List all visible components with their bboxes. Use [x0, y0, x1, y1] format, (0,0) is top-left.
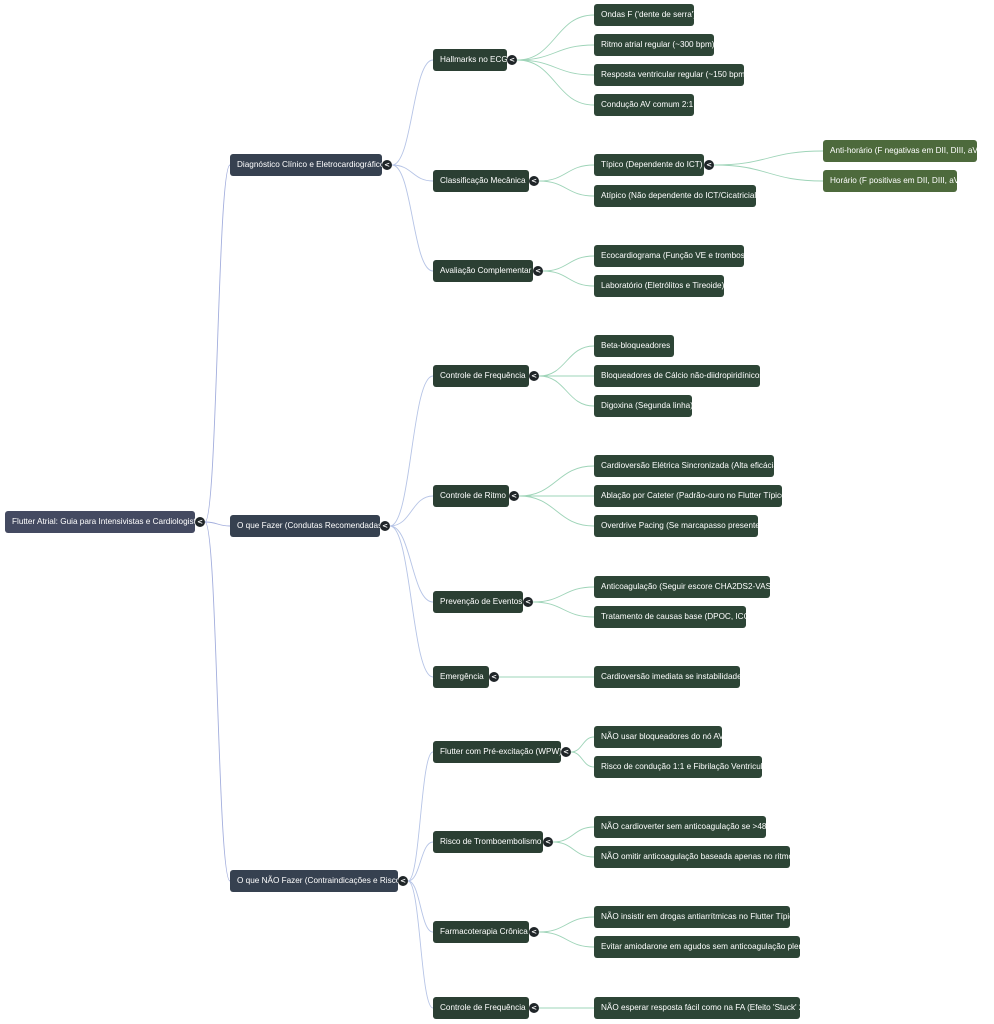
connector-line: [552, 826, 595, 843]
connector-line: [204, 521, 231, 527]
node-horario-f-positivas-em-dii-diii-avf[interactable]: Horário (F positivas em DII, DIII, aVF): [823, 170, 957, 192]
chevron-left-icon[interactable]: <: [704, 160, 714, 170]
connector-line: [542, 270, 595, 287]
chevron-left-icon[interactable]: <: [489, 672, 499, 682]
connector-line: [389, 375, 434, 527]
node-anticoagulacao-seguir-escore-cha2ds2-vas[interactable]: Anticoagulação (Seguir escore CHA2DS2-VA…: [594, 576, 770, 598]
connector-line: [391, 164, 434, 272]
connector-line: [713, 164, 824, 182]
connector-line: [407, 841, 434, 882]
chevron-left-icon[interactable]: <: [509, 491, 519, 501]
connector-line: [391, 164, 434, 182]
root-node-flutter-atrial-guia-para-intensivistas-e[interactable]: Flutter Atrial: Guia para Intensivistas …: [5, 511, 195, 533]
connector-line: [532, 601, 595, 618]
connector-line: [516, 14, 595, 61]
connector-line: [518, 495, 595, 527]
chevron-left-icon[interactable]: <: [533, 266, 543, 276]
node-tipico-dependente-do-ict[interactable]: Típico (Dependente do ICT): [594, 154, 704, 176]
chevron-left-icon[interactable]: <: [382, 160, 392, 170]
connector-line: [516, 59, 595, 106]
connector-line: [389, 495, 434, 527]
node-controle-de-frequencia[interactable]: Controle de Frequência: [433, 365, 529, 387]
chevron-left-icon[interactable]: <: [398, 876, 408, 886]
node-nao-insistir-em-drogas-antiarritmicas-no[interactable]: NÃO insistir em drogas antiarrítmicas no…: [594, 906, 790, 928]
node-classificacao-mecanica[interactable]: Classificação Mecânica: [433, 170, 529, 192]
connector-line: [204, 521, 231, 882]
chevron-left-icon[interactable]: <: [507, 55, 517, 65]
connector-line: [552, 841, 595, 858]
connector-line: [538, 345, 595, 377]
node-beta-bloqueadores[interactable]: Beta-bloqueadores: [594, 335, 674, 357]
node-atipico-nao-dependente-do-ict-cicatricia[interactable]: Atípico (Não dependente do ICT/Cicatrici…: [594, 185, 756, 207]
connector-line: [542, 255, 595, 272]
node-overdrive-pacing-se-marcapasso-presente[interactable]: Overdrive Pacing (Se marcapasso presente…: [594, 515, 758, 537]
connector-line: [204, 164, 231, 523]
chevron-left-icon[interactable]: <: [561, 747, 571, 757]
node-controle-de-ritmo[interactable]: Controle de Ritmo: [433, 485, 509, 507]
node-cardioversao-eletrica-sincronizada-alta-[interactable]: Cardioversão Elétrica Sincronizada (Alta…: [594, 455, 774, 477]
node-tratamento-de-causas-base-dpoc-icc[interactable]: Tratamento de causas base (DPOC, ICC): [594, 606, 746, 628]
node-controle-de-frequencia[interactable]: Controle de Frequência: [433, 997, 529, 1019]
node-laboratorio-eletrolitos-e-tireoide[interactable]: Laboratório (Eletrólitos e Tireoide): [594, 275, 724, 297]
node-ablacao-por-cateter-padrao-ouro-no-flutt[interactable]: Ablação por Cateter (Padrão-ouro no Flut…: [594, 485, 782, 507]
node-nao-omitir-anticoagulacao-baseada-apenas[interactable]: NÃO omitir anticoagulação baseada apenas…: [594, 846, 790, 868]
node-risco-de-conducao-1-1-e-fibrilacao-ventr[interactable]: Risco de condução 1:1 e Fibrilação Ventr…: [594, 756, 762, 778]
connector-line: [538, 164, 595, 182]
node-nao-usar-bloqueadores-do-no-av[interactable]: NÃO usar bloqueadores do nó AV: [594, 726, 722, 748]
connector-line: [570, 751, 595, 768]
connector-line: [538, 180, 595, 197]
chevron-left-icon[interactable]: <: [195, 517, 205, 527]
node-nao-esperar-resposta-facil-como-na-fa-ef[interactable]: NÃO esperar resposta fácil como na FA (E…: [594, 997, 800, 1019]
connector-line: [391, 59, 434, 166]
node-o-que-fazer-condutas-recomendadas[interactable]: O que Fazer (Condutas Recomendadas): [230, 515, 380, 537]
connector-line: [407, 751, 434, 882]
node-o-que-nao-fazer-contraindicacoes-e-risco[interactable]: O que NÃO Fazer (Contraindicações e Risc…: [230, 870, 398, 892]
node-resposta-ventricular-regular-150-bpm[interactable]: Resposta ventricular regular (~150 bpm): [594, 64, 744, 86]
connector-line: [516, 44, 595, 61]
chevron-left-icon[interactable]: <: [529, 176, 539, 186]
node-cardioversao-imediata-se-instabilidade[interactable]: Cardioversão imediata se instabilidade: [594, 666, 740, 688]
connector-line: [538, 916, 595, 933]
chevron-left-icon[interactable]: <: [380, 521, 390, 531]
connector-line: [407, 880, 434, 933]
chevron-left-icon[interactable]: <: [529, 1003, 539, 1013]
connector-line: [713, 150, 824, 166]
node-bloqueadores-de-calcio-nao-diidropiridin[interactable]: Bloqueadores de Cálcio não-diidropiridín…: [594, 365, 760, 387]
connector-line: [538, 375, 595, 407]
connector-line: [389, 525, 434, 603]
connector-line: [407, 880, 434, 1009]
node-hallmarks-no-ecg[interactable]: Hallmarks no ECG: [433, 49, 507, 71]
node-ecocardiograma-funcao-ve-e-trombos[interactable]: Ecocardiograma (Função VE e trombos): [594, 245, 744, 267]
node-nao-cardioverter-sem-anticoagulacao-se-4[interactable]: NÃO cardioverter sem anticoagulação se >…: [594, 816, 766, 838]
node-conducao-av-comum-2-1[interactable]: Condução AV comum 2:1: [594, 94, 694, 116]
connector-line: [532, 586, 595, 603]
node-digoxina-segunda-linha[interactable]: Digoxina (Segunda linha): [594, 395, 692, 417]
connector-line: [389, 525, 434, 678]
chevron-left-icon[interactable]: <: [543, 837, 553, 847]
node-ritmo-atrial-regular-300-bpm[interactable]: Ritmo atrial regular (~300 bpm): [594, 34, 714, 56]
node-flutter-com-pre-excitacao-wpw[interactable]: Flutter com Pré-excitação (WPW): [433, 741, 561, 763]
connector-line: [570, 736, 595, 753]
chevron-left-icon[interactable]: <: [529, 371, 539, 381]
connector-line: [538, 931, 595, 948]
connector-line: [516, 59, 595, 76]
node-anti-horario-f-negativas-em-dii-diii-avf[interactable]: Anti-horário (F negativas em DII, DIII, …: [823, 140, 977, 162]
connector-line: [518, 465, 595, 497]
node-emergencia[interactable]: Emergência: [433, 666, 489, 688]
chevron-left-icon[interactable]: <: [529, 927, 539, 937]
node-evitar-amiodarone-em-agudos-sem-anticoag[interactable]: Evitar amiodarone em agudos sem anticoag…: [594, 936, 800, 958]
node-risco-de-tromboembolismo[interactable]: Risco de Tromboembolismo: [433, 831, 543, 853]
node-avaliacao-complementar[interactable]: Avaliação Complementar: [433, 260, 533, 282]
chevron-left-icon[interactable]: <: [523, 597, 533, 607]
node-prevencao-de-eventos[interactable]: Prevenção de Eventos: [433, 591, 523, 613]
node-farmacoterapia-cronica[interactable]: Farmacoterapia Crônica: [433, 921, 529, 943]
node-diagnostico-clinico-e-eletrocardiografic[interactable]: Diagnóstico Clínico e Eletrocardiográfic…: [230, 154, 382, 176]
node-ondas-f-dente-de-serra[interactable]: Ondas F ('dente de serra'): [594, 4, 694, 26]
